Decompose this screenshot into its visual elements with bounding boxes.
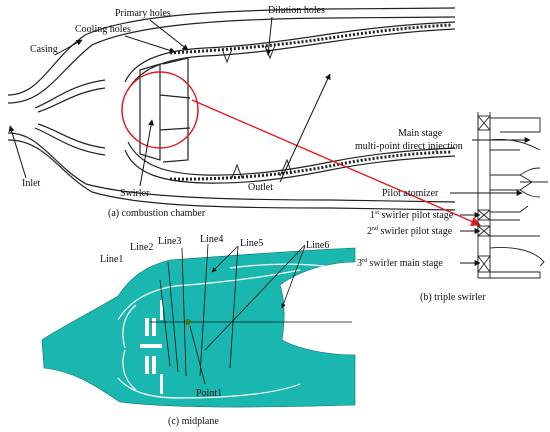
panel-a-combustion-chamber: Primary holes Dilution holes Cooling hol…: [7, 5, 481, 226]
arrow-dilution-holes: [265, 16, 273, 56]
label-pilot-atomizer: Pilot atomizer: [382, 188, 439, 199]
arrow-casing: [54, 39, 83, 56]
liner-holes-top: [169, 23, 453, 55]
arrow-primary-holes: [149, 19, 189, 51]
panel-b-triple-swirler: Main stage multi-point direct injection …: [355, 112, 548, 303]
arrow-outlet: [279, 73, 331, 183]
arrow-cooling-holes: [124, 35, 176, 54]
label-2nd-swirler: 2nd swirler pilot stage: [367, 226, 453, 237]
swirler-highlight-circle: [121, 71, 199, 149]
label-3rd-swirler: 3rd swirler main stage: [357, 258, 443, 269]
label-line3: Line3: [158, 236, 181, 247]
panel-c-midplane: Line1 Line2 Line3 Line4 Line5 Line6 Poin…: [41, 234, 356, 427]
midplane-liner-walls: [117, 263, 351, 399]
point1-leader: [189, 325, 206, 385]
label-line2: Line2: [130, 242, 153, 253]
label-swirler: Swirler: [120, 188, 150, 199]
point1-marker: [185, 319, 191, 325]
line6-mark: [204, 244, 306, 351]
measurement-lines: [159, 243, 306, 377]
label-multi-point-injection: multi-point direct injection: [355, 141, 463, 152]
label-inlet: Inlet: [22, 178, 41, 189]
arrow-line5: [211, 245, 239, 273]
line2-mark: [167, 261, 179, 373]
arrow-inlet: [8, 125, 27, 179]
label-dilution-holes: Dilution holes: [268, 5, 325, 16]
label-casing: Casing: [30, 44, 58, 55]
zoom-connector-arrow: [191, 99, 481, 226]
caption-panel-a: (a) combustion chamber: [108, 208, 206, 219]
line4-mark: [199, 243, 209, 377]
label-cooling-holes: Cooling holes: [75, 24, 131, 35]
caption-panel-c: (c) midplane: [168, 416, 219, 427]
label-outlet: Outlet: [248, 182, 273, 193]
line5-mark: [229, 245, 239, 369]
line3-mark: [181, 247, 187, 377]
caption-panel-b: (b) triple swirler: [420, 292, 486, 303]
line1-mark: [159, 279, 171, 367]
label-main-stage: Main stage: [398, 128, 443, 139]
casing-outline: [7, 7, 456, 211]
label-line1: Line1: [100, 254, 123, 265]
midplane-fluid-domain: [41, 247, 356, 408]
arrow-swirler: [139, 119, 154, 187]
label-1st-swirler: 1st swirler pilot stage: [370, 210, 454, 221]
dilution-jets: [221, 44, 293, 179]
label-line6: Line6: [306, 240, 329, 251]
label-line4: Line4: [200, 234, 223, 245]
midplane-swirler-shapes: [140, 300, 163, 394]
label-point1: Point1: [196, 388, 222, 399]
liner-holes-bottom: [169, 150, 453, 181]
label-line5: Line5: [240, 238, 263, 249]
arrow-line6: [281, 245, 306, 309]
label-primary-holes: Primary holes: [115, 8, 171, 19]
triple-swirler-drawing: [477, 112, 548, 279]
